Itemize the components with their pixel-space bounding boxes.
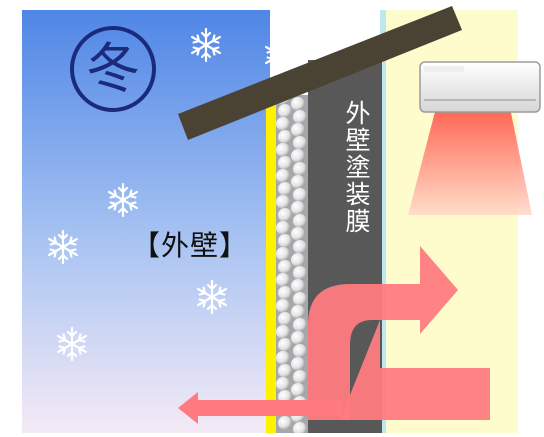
snowflake-icon bbox=[265, 37, 295, 73]
insulation-bead bbox=[278, 338, 292, 352]
air-conditioner-icon bbox=[408, 61, 541, 215]
insulation-bead bbox=[293, 266, 307, 280]
insulation-bead bbox=[291, 305, 305, 319]
coating-film-label-char: 壁 bbox=[345, 126, 371, 155]
insulation-bead bbox=[276, 299, 290, 313]
outer-wall-label: 【外壁】 bbox=[132, 229, 249, 262]
insulation-bead bbox=[293, 344, 307, 358]
coating-film-label-char: 膜 bbox=[345, 207, 371, 236]
insulation-bead bbox=[276, 221, 290, 235]
insulation-bead bbox=[293, 318, 307, 332]
coating-film-label: 外壁塗装膜 bbox=[336, 100, 380, 235]
insulation-bead bbox=[291, 201, 305, 215]
insulation-bead bbox=[278, 234, 292, 248]
insulation-bead bbox=[276, 169, 290, 183]
insulation-bead bbox=[278, 364, 292, 378]
insulation-bead bbox=[278, 182, 292, 196]
insulation-bead bbox=[293, 136, 307, 150]
insulation-bead bbox=[278, 104, 292, 118]
heat-arrow-icon bbox=[178, 246, 490, 424]
insulation-bead bbox=[276, 351, 290, 365]
coating-film-label-char: 装 bbox=[345, 180, 371, 209]
insulation-bead bbox=[291, 279, 305, 293]
season-badge-circle bbox=[70, 26, 156, 112]
insulation-bead bbox=[276, 377, 290, 391]
insulation-bead bbox=[291, 149, 305, 163]
insulation-bead bbox=[276, 117, 290, 131]
insulation-bead bbox=[293, 240, 307, 254]
roof-beam bbox=[178, 6, 462, 140]
insulation-bead bbox=[278, 416, 292, 430]
interior-edge bbox=[380, 10, 386, 433]
insulation-bead bbox=[278, 260, 292, 274]
insulation-bead bbox=[293, 214, 307, 228]
insulation-bead bbox=[278, 130, 292, 144]
coating-film-label-char: 外 bbox=[345, 99, 371, 128]
insulation-bead bbox=[291, 97, 305, 111]
insulation-bead bbox=[276, 273, 290, 287]
insulation-bead bbox=[293, 370, 307, 384]
insulation-bead bbox=[291, 253, 305, 267]
insulation-bead bbox=[276, 143, 290, 157]
insulation-bead bbox=[293, 188, 307, 202]
insulation-bead bbox=[293, 110, 307, 124]
insulation-bead bbox=[278, 286, 292, 300]
season-badge: 冬 bbox=[86, 37, 140, 100]
insulation-bead bbox=[278, 312, 292, 326]
insulation-bead bbox=[291, 331, 305, 345]
insulation-bead bbox=[278, 156, 292, 170]
insulation-bead bbox=[293, 292, 307, 306]
insulation-bead bbox=[278, 208, 292, 222]
insulation-bead bbox=[276, 247, 290, 261]
insulation-bead bbox=[291, 123, 305, 137]
yellow-layer bbox=[266, 95, 276, 433]
insulation-bead bbox=[291, 227, 305, 241]
insulation-bead bbox=[293, 162, 307, 176]
outdoor-sky bbox=[22, 10, 270, 433]
insulation-bead bbox=[291, 383, 305, 397]
insulation-bead bbox=[276, 325, 290, 339]
insulation-bead bbox=[291, 175, 305, 189]
coating-film-label-char: 塗 bbox=[345, 153, 371, 182]
insulation-bead bbox=[291, 357, 305, 371]
insulation-bead bbox=[276, 195, 290, 209]
